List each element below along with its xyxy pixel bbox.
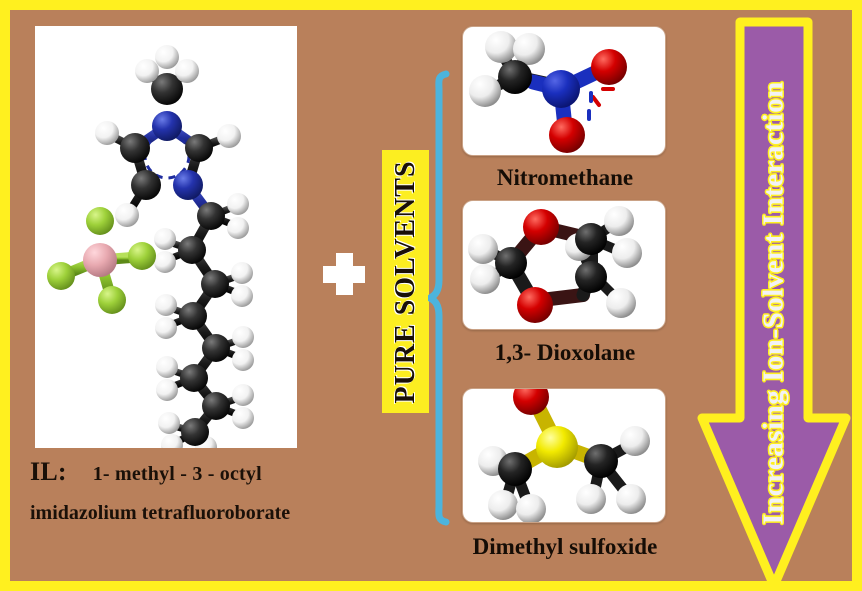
ionic-liquid-panel — [35, 26, 297, 458]
carbon-atom — [180, 364, 208, 392]
dioxolane-structure — [468, 206, 642, 323]
hydrogen-atom — [470, 264, 500, 294]
il-name-line1: 1- methyl - 3 - octyl — [92, 463, 262, 485]
carbon-atom — [575, 261, 607, 293]
fluorine-atom — [98, 286, 126, 314]
ionic-liquid-structure — [47, 45, 254, 458]
hydrogen-atom — [516, 494, 546, 522]
sulfur-atom — [536, 426, 578, 468]
nitromethane-structure — [469, 31, 627, 153]
hydrogen-atom — [158, 412, 180, 434]
fluorine-atom — [86, 207, 114, 235]
plus-sign-icon — [323, 253, 365, 295]
boron-atom — [83, 243, 117, 277]
hydrogen-atom — [604, 206, 634, 236]
hydrogen-atom — [616, 484, 646, 514]
solvent-card-dmso — [462, 388, 666, 523]
dmso-structure — [478, 389, 650, 522]
hydrogen-atom — [156, 356, 178, 378]
carbon-atom — [202, 334, 230, 362]
carbon-atom — [201, 270, 229, 298]
hydrogen-atom — [155, 45, 179, 69]
hydrogen-atom — [620, 426, 650, 456]
hydrogen-atom — [135, 59, 159, 83]
carbon-atom — [151, 73, 183, 105]
solvent-card-dioxolane — [462, 200, 666, 330]
hydrogen-atom — [231, 262, 253, 284]
imidazolium-cation — [95, 45, 241, 227]
hydrogen-atom — [161, 434, 183, 456]
hydrogen-atom — [576, 484, 606, 514]
carbon-atom — [178, 236, 206, 264]
figure-canvas: IL: 1- methyl - 3 - octyl imidazolium tet… — [10, 10, 852, 581]
hydrogen-atom — [485, 31, 517, 63]
hydrogen-atom — [468, 234, 498, 264]
hydrogen-atom — [115, 203, 139, 227]
oxygen-atom — [517, 287, 553, 323]
pure-solvents-banner: PURE SOLVENTS — [382, 150, 429, 413]
il-name-line2: imidazolium tetrafluoroborate — [30, 502, 291, 524]
hydrogen-atom — [154, 228, 176, 250]
hydrogen-atom — [606, 288, 636, 318]
carbon-atom — [131, 170, 161, 200]
ionic-liquid-caption: IL: 1- methyl - 3 - octyl imidazolium tet… — [30, 457, 350, 525]
hydrogen-atom — [175, 59, 199, 83]
hydrogen-atom — [217, 124, 241, 148]
carbon-atom — [498, 452, 532, 486]
nitrogen-atom — [542, 70, 580, 108]
nitrogen-atom — [152, 111, 182, 141]
increasing-interaction-arrow: Increasing Ion-Solvent Interaction — [696, 14, 852, 581]
carbon-atom — [179, 302, 207, 330]
hydrogen-atom — [227, 193, 249, 215]
carbon-atom — [498, 60, 532, 94]
tetrafluoroborate-anion — [47, 207, 156, 314]
carbon-atom — [120, 133, 150, 163]
hydrogen-atom — [488, 490, 518, 520]
solvent-card-nitromethane — [462, 26, 666, 156]
carbon-atom — [181, 418, 209, 446]
hydrogen-atom — [154, 251, 176, 273]
oxygen-atom — [523, 209, 559, 245]
fluorine-atom — [47, 262, 75, 290]
hydrogen-atom — [469, 75, 501, 107]
carbon-atom — [575, 223, 607, 255]
octyl-chain — [154, 193, 254, 458]
hydrogen-atom — [95, 121, 119, 145]
solvent-label-nitromethane: Nitromethane — [496, 165, 634, 190]
pure-solvents-label: PURE SOLVENTS — [389, 159, 421, 404]
hydrogen-atom — [513, 33, 545, 65]
hydrogen-atom — [231, 285, 253, 307]
solvent-label-dioxolane: 1,3- Dioxolane — [494, 340, 636, 365]
carbon-atom — [197, 202, 225, 230]
hydrogen-atom — [155, 317, 177, 339]
hydrogen-atom — [232, 384, 254, 406]
fluorine-atom — [128, 242, 156, 270]
carbon-atom — [202, 392, 230, 420]
arrow-shape — [697, 17, 851, 581]
solvent-group-brace — [426, 68, 452, 528]
solvent-label-dmso: Dimethyl sulfoxide — [472, 534, 658, 559]
oxygen-atom — [591, 49, 627, 85]
partial-charge-marks — [591, 87, 615, 107]
hydrogen-atom — [156, 379, 178, 401]
carbon-atom — [495, 247, 527, 279]
nitrogen-atom — [173, 170, 203, 200]
hydrogen-atom — [232, 326, 254, 348]
hydrogen-atom — [232, 407, 254, 429]
hydrogen-atom — [232, 349, 254, 371]
carbon-atom — [185, 134, 213, 162]
hydrogen-atom — [612, 238, 642, 268]
il-tag: IL: — [30, 457, 67, 486]
hydrogen-atom — [155, 294, 177, 316]
oxygen-atom — [549, 117, 585, 153]
oxygen-atom — [513, 389, 549, 415]
carbon-atom — [584, 444, 618, 478]
hydrogen-atom — [227, 217, 249, 239]
